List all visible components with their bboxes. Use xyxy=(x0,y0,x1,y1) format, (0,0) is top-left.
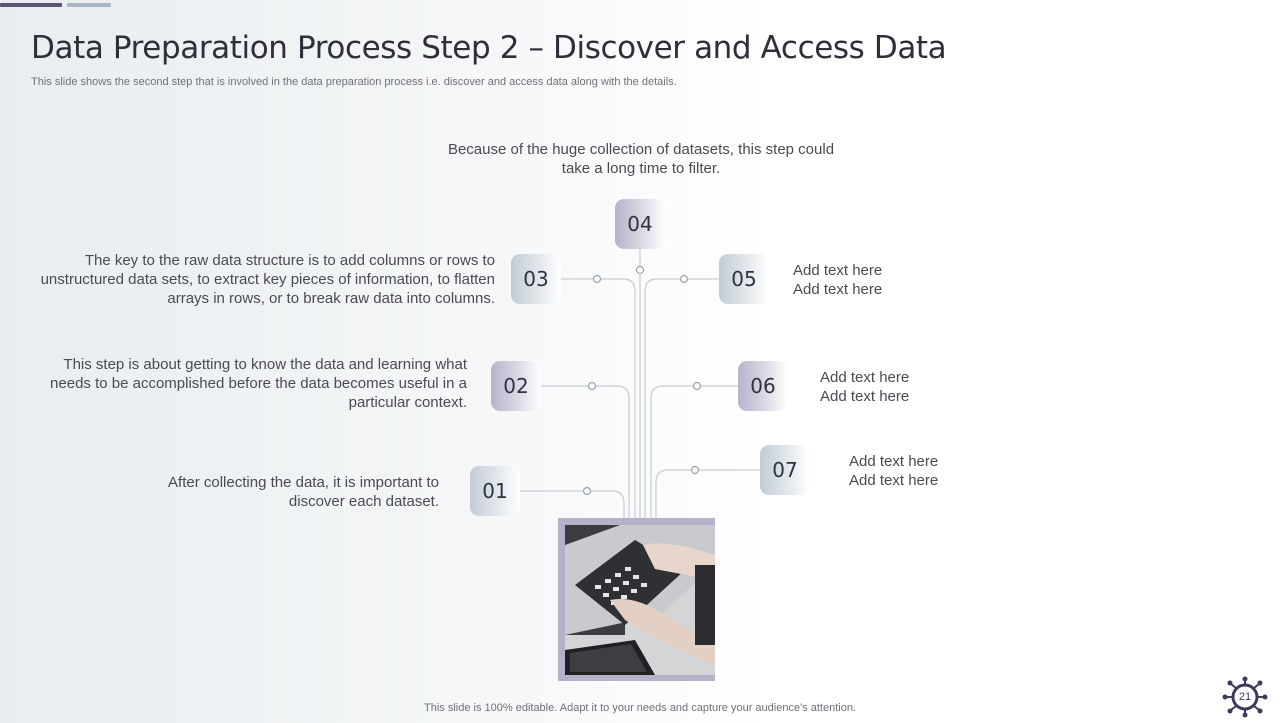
step-02-badge: 02 xyxy=(491,361,541,411)
step-06-line-1: Add text here xyxy=(820,369,910,386)
step-07-line-1: Add text here xyxy=(849,453,939,470)
step-04-badge: 04 xyxy=(615,199,665,249)
step-06-badge: 06 xyxy=(738,361,788,411)
step-01-text: After collecting the data, it is importa… xyxy=(168,474,439,510)
accent-bar-light xyxy=(67,3,111,7)
step-01-badge: 01 xyxy=(470,466,520,516)
page-subtitle: This slide shows the second step that is… xyxy=(31,76,677,88)
step-07-text: Add text here Add text here xyxy=(849,452,938,490)
step-06-line-2: Add text here xyxy=(820,388,910,405)
laptop-photo-frame xyxy=(558,518,715,681)
step-05-line-2: Add text here xyxy=(793,281,883,298)
footer-note: This slide is 100% editable. Adapt it to… xyxy=(424,702,856,714)
step-04-text: Because of the huge collection of datase… xyxy=(447,141,835,177)
step-05-badge: 05 xyxy=(719,254,769,304)
step-03-badge: 03 xyxy=(511,254,561,304)
step-03-text: The key to the raw data structure is to … xyxy=(40,252,495,307)
laptop-typing-illustration xyxy=(565,525,715,675)
step-06-text: Add text here Add text here xyxy=(820,368,909,406)
page-number: 21 xyxy=(1238,691,1252,703)
step-07-badge: 07 xyxy=(760,445,810,495)
accent-bar-dark xyxy=(0,3,62,7)
page-number-badge: 21 xyxy=(1222,676,1268,718)
step-02-text: This step is about getting to know the d… xyxy=(50,356,467,411)
laptop-photo xyxy=(565,525,715,675)
step-07-line-2: Add text here xyxy=(849,472,939,489)
step-05-text: Add text here Add text here xyxy=(793,261,882,299)
step-05-line-1: Add text here xyxy=(793,262,883,279)
page-title: Data Preparation Process Step 2 – Discov… xyxy=(31,30,947,66)
gear-icon xyxy=(1222,676,1268,718)
